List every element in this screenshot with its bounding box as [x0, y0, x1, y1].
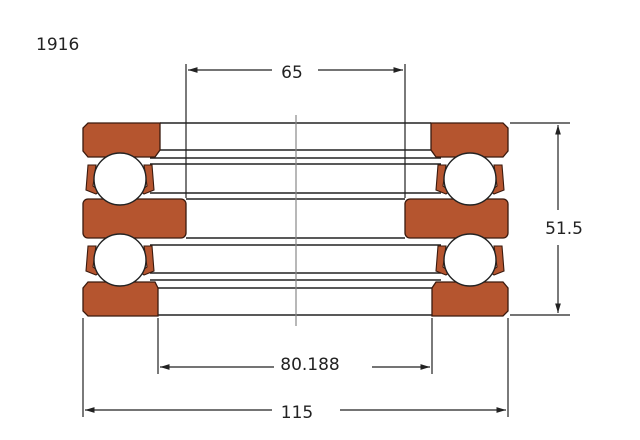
dim-pitch-diameter: 80.188 — [280, 355, 339, 375]
middle-washer-left — [82, 198, 187, 239]
dim-height: 51.5 — [545, 219, 583, 239]
dim-inner-diameter: 65 — [281, 63, 303, 83]
dim-outer-diameter: 115 — [281, 403, 313, 423]
top-washer-left — [82, 122, 161, 158]
top-washer-right — [430, 122, 509, 158]
bottom-washer-right — [431, 281, 509, 317]
model-label: 1916 — [36, 35, 79, 55]
washers — [82, 122, 509, 317]
cages — [85, 164, 505, 276]
dimension-lines — [82, 64, 570, 417]
middle-washer-right — [404, 198, 509, 239]
bottom-washer-left — [82, 281, 159, 317]
balls — [93, 152, 497, 287]
